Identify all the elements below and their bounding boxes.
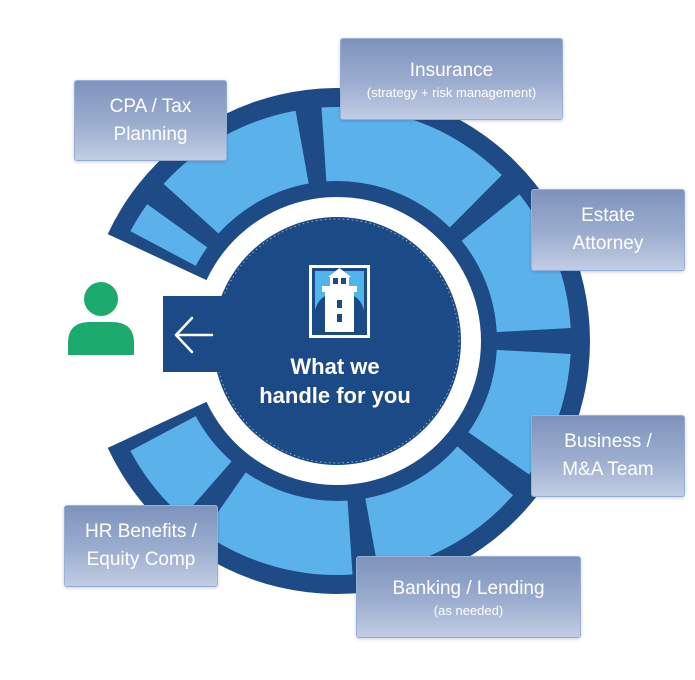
person-icon	[68, 282, 134, 355]
lighthouse-logo	[309, 265, 370, 338]
arrow-tab	[163, 296, 225, 372]
service-label: Planning	[113, 123, 188, 145]
center-title-line2: handle for you	[259, 383, 411, 408]
service-box-business-ma: Business / M&A Team	[531, 415, 685, 497]
service-label: Estate	[581, 205, 635, 226]
arrow-left-icon	[174, 316, 214, 354]
service-label: CPA / Tax	[109, 95, 192, 117]
ring-segment-insurance	[321, 106, 502, 228]
service-label: M&A Team	[562, 459, 654, 480]
center-title-line1: What we	[290, 354, 380, 379]
service-label: HR Benefits /	[85, 521, 197, 542]
ring-segment-business	[365, 446, 514, 572]
ring-segment-banking	[203, 472, 353, 576]
service-label: Banking / Lending	[392, 578, 545, 599]
service-sublabel: (as needed)	[433, 603, 504, 618]
service-box-insurance: Insurance (strategy + risk management)	[340, 38, 563, 120]
service-label: Attorney	[572, 233, 644, 254]
service-box-estate-attorney: Estate Attorney	[531, 189, 685, 271]
ring-segment-hr-side	[130, 204, 208, 266]
service-box-banking-lending: Banking / Lending (as needed)	[356, 556, 581, 638]
service-label: Equity Comp	[86, 549, 196, 570]
service-label: Business /	[564, 431, 652, 452]
ring-segment-cpa	[163, 110, 309, 234]
center-title: What we handle for you	[235, 352, 435, 410]
service-box-hr-benefits: HR Benefits / Equity Comp	[64, 505, 218, 587]
service-label: Insurance	[409, 60, 494, 81]
ring-segment-hr	[130, 416, 232, 518]
center-disc	[213, 217, 461, 465]
service-sublabel: (strategy + risk management)	[366, 85, 537, 100]
service-box-cpa-tax: CPA / Tax Planning	[74, 80, 227, 161]
ring-segment-estate	[461, 194, 571, 333]
ring-segments	[107, 87, 590, 594]
